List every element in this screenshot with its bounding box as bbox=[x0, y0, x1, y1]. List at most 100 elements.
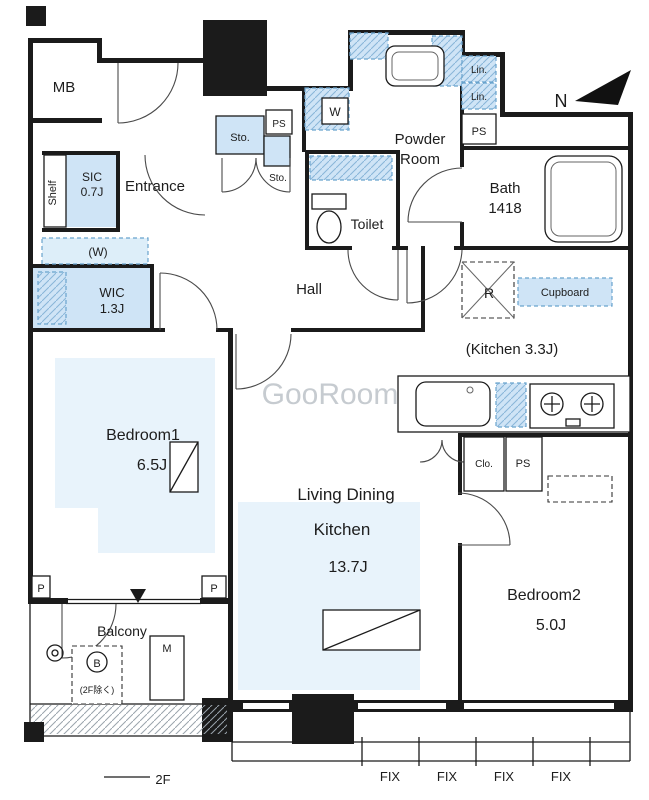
ldk-door-arc bbox=[235, 333, 292, 390]
drain bbox=[46, 644, 64, 662]
ps-box-bath bbox=[461, 113, 497, 145]
label-clo: Clo. bbox=[475, 459, 493, 470]
faucet bbox=[466, 386, 474, 394]
b-circle bbox=[86, 651, 108, 673]
label-north: N bbox=[555, 91, 568, 111]
ps-box-bedroom2 bbox=[505, 436, 543, 492]
entrance-door-arc bbox=[117, 62, 179, 124]
storage-door-arc-left bbox=[221, 157, 257, 193]
label-ldk-size: 13.7J bbox=[328, 559, 367, 576]
cupboard bbox=[517, 277, 613, 307]
label-bedroom2: Bedroom2 bbox=[507, 587, 581, 604]
b-dashed-box bbox=[71, 645, 123, 705]
storage-box-2 bbox=[263, 135, 291, 167]
kitchen-sink bbox=[415, 381, 491, 427]
storage-door-arc-right bbox=[255, 157, 291, 193]
label-kitchen: (Kitchen 3.3J) bbox=[466, 341, 559, 358]
label-hall: Hall bbox=[296, 281, 322, 298]
label-wic: WIC bbox=[99, 285, 124, 300]
label-cupboard: Cupboard bbox=[541, 287, 589, 299]
label-lin2: Lin. bbox=[471, 92, 487, 103]
ps-box-top bbox=[265, 109, 293, 135]
label-ps-top: PS bbox=[272, 119, 286, 130]
washer-space bbox=[304, 87, 350, 131]
toilet-door-arc bbox=[347, 249, 399, 301]
north-arrow-icon bbox=[575, 70, 631, 105]
closet-door-arc-right bbox=[441, 439, 465, 463]
label-floor: 2F bbox=[155, 772, 170, 787]
label-wic-size: 1.3J bbox=[100, 301, 125, 316]
label-powder-2: Room bbox=[400, 151, 440, 168]
bathtub bbox=[544, 155, 623, 243]
label-b-note: (2F除く) bbox=[80, 684, 115, 695]
toilet-bowl bbox=[316, 210, 342, 244]
bath-door-arc bbox=[407, 167, 463, 223]
floor-tints bbox=[42, 238, 420, 690]
balcony-window bbox=[66, 598, 201, 605]
watermark: GooRoom bbox=[262, 378, 399, 411]
toilet-tank bbox=[311, 193, 347, 210]
bottom-windows bbox=[243, 703, 614, 709]
shaft-block bbox=[203, 20, 267, 96]
balcony-structure bbox=[24, 604, 232, 742]
label-bedroom1-size: 6.5J bbox=[137, 457, 167, 474]
washer-hookup-box bbox=[41, 237, 149, 265]
sink-basin bbox=[385, 45, 445, 87]
closet-fills bbox=[32, 115, 291, 328]
label-b: B bbox=[93, 658, 100, 670]
label-p-left: P bbox=[37, 583, 44, 595]
clo-box bbox=[463, 436, 505, 492]
label-entrance: Entrance bbox=[125, 178, 185, 195]
label-sto1: Sto. bbox=[230, 132, 250, 144]
pipe-spaces bbox=[265, 109, 543, 492]
refrigerator-space bbox=[461, 261, 515, 319]
label-m: M bbox=[162, 643, 171, 655]
label-fix-3: FIX bbox=[494, 769, 515, 784]
dashed-storage bbox=[547, 475, 613, 503]
label-bedroom1: Bedroom1 bbox=[106, 427, 180, 444]
label-ldk-1: Living Dining bbox=[297, 485, 394, 504]
linen-closets bbox=[461, 55, 497, 110]
bedroom1-door-arc bbox=[159, 272, 218, 331]
p-markers bbox=[31, 575, 227, 599]
storage-box-1 bbox=[215, 115, 265, 155]
fix-window-band bbox=[104, 712, 631, 778]
label-mb: MB bbox=[53, 79, 76, 96]
kitchen-counter bbox=[397, 375, 631, 433]
label-fix-1: FIX bbox=[380, 769, 401, 784]
label-w-hookup: (W) bbox=[88, 245, 107, 259]
label-shelf: Shelf bbox=[47, 180, 59, 206]
north-arrow bbox=[575, 70, 631, 105]
label-p-right: P bbox=[210, 583, 217, 595]
burner-left bbox=[540, 392, 564, 416]
label-toilet: Toilet bbox=[351, 216, 384, 232]
wic-inner-shelf bbox=[37, 271, 67, 325]
labels: MB Shelf SIC 0.7J Entrance Sto. PS Sto. … bbox=[37, 65, 589, 787]
label-lin1: Lin. bbox=[471, 65, 487, 76]
label-sic-size: 0.7J bbox=[81, 185, 104, 199]
hall-door-arc bbox=[144, 154, 206, 216]
label-bath-size: 1418 bbox=[488, 200, 521, 217]
label-bedroom2-size: 5.0J bbox=[536, 617, 566, 634]
closet-door-arc-left bbox=[419, 439, 443, 463]
burner-right bbox=[580, 392, 604, 416]
sic-closet bbox=[66, 155, 116, 227]
label-powder-1: Powder bbox=[395, 131, 446, 148]
pillar-block bbox=[292, 694, 354, 744]
direction-marker bbox=[130, 589, 146, 603]
label-fridge: R bbox=[484, 285, 494, 301]
bed1-symbol bbox=[169, 441, 199, 493]
powder-door-arc bbox=[406, 249, 463, 304]
label-washer: W bbox=[329, 105, 341, 119]
dining-table bbox=[322, 609, 421, 651]
label-ldk-2: Kitchen bbox=[314, 520, 371, 539]
balcony-items bbox=[46, 635, 185, 705]
closet-bedroom2 bbox=[463, 436, 613, 503]
label-sic: SIC bbox=[82, 170, 102, 184]
toilet-fixture bbox=[309, 155, 393, 244]
label-sto2: Sto. bbox=[269, 173, 287, 184]
label-balcony: Balcony bbox=[97, 623, 147, 639]
label-fix-4: FIX bbox=[551, 769, 572, 784]
